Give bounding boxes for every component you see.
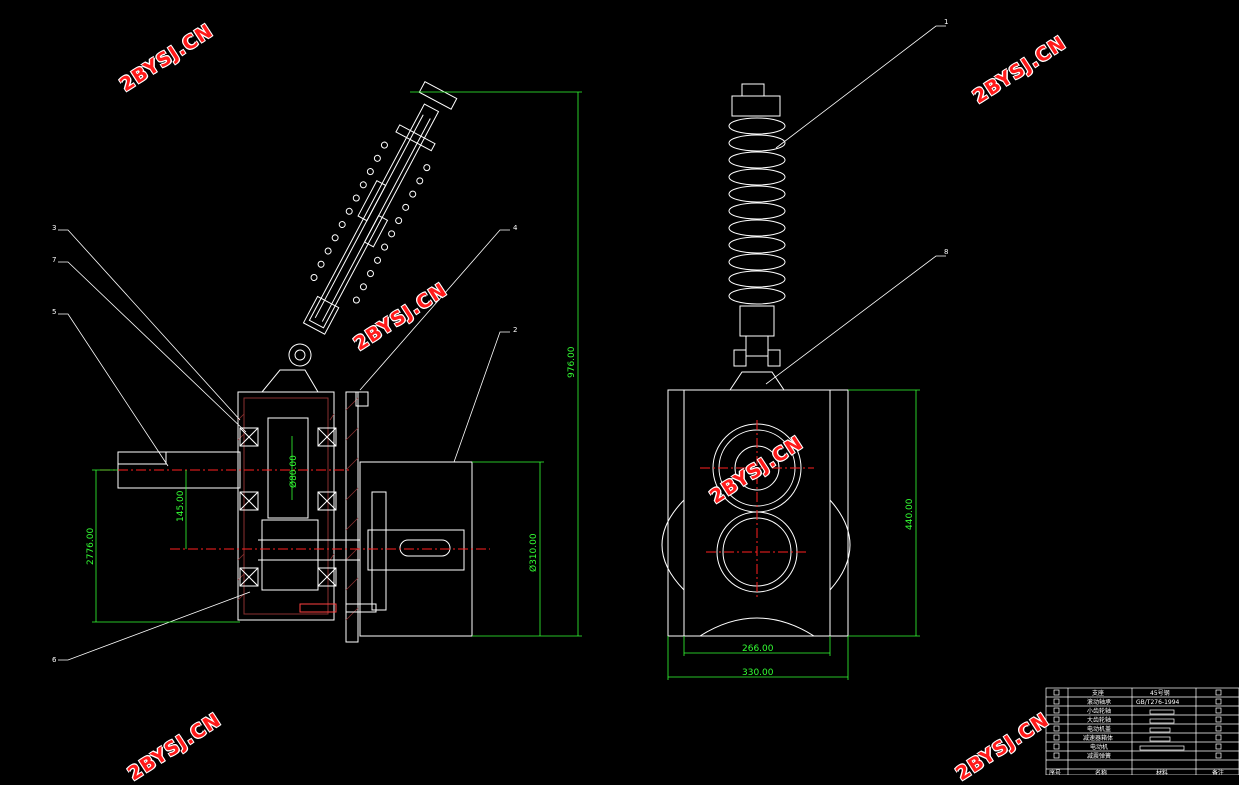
tb-row-2-name: 滚动轴承	[1087, 698, 1111, 706]
tb-row-3-name: 小齿轮轴	[1087, 707, 1111, 715]
dim-440: 440.00	[905, 498, 915, 530]
damping-spring	[728, 117, 786, 305]
dim-2776: 2776.00	[86, 528, 96, 565]
left-view	[117, 80, 473, 643]
bearings	[239, 427, 337, 587]
callout-4: 4	[513, 224, 518, 232]
callout-1: 1	[944, 18, 948, 26]
reducer-housing	[667, 389, 849, 637]
dim-330: 330.00	[742, 668, 774, 678]
dim-80: Ø80.00	[288, 455, 299, 488]
spring-coils-right	[352, 164, 431, 304]
right-leaders	[765, 25, 946, 385]
tb-row-1-name: 支座	[1092, 689, 1104, 697]
gearbox-housing	[237, 391, 335, 621]
tb-header-name: 名称	[1095, 769, 1107, 775]
spring-coils-left	[310, 141, 388, 282]
tb-row-2-material: GB/T276-1994	[1136, 699, 1180, 706]
dim-145: 145.00	[176, 490, 186, 522]
left-callout-labels: 3 7 5 4 2 6	[52, 224, 518, 664]
callout-6: 6	[52, 656, 57, 664]
tb-row-6-name: 减速器箱体	[1083, 734, 1113, 742]
flange-plate	[345, 391, 359, 643]
tb-header-seq: 序号	[1049, 769, 1061, 775]
callout-8: 8	[944, 248, 948, 256]
tb-row-8-name: 减震弹簧	[1087, 752, 1111, 760]
large-gear	[261, 519, 319, 591]
tb-header-material: 材料	[1156, 769, 1168, 775]
left-dimensions	[92, 91, 582, 637]
title-block-text: 支座 45号钢 滚动轴承 GB/T276-1994 小齿轮轴 大齿轮轴 电动机盖…	[1049, 689, 1224, 775]
right-view	[661, 83, 851, 637]
callout-7: 7	[52, 256, 56, 264]
callout-5: 5	[52, 308, 56, 316]
title-block	[1045, 687, 1239, 775]
seq-boxes	[1053, 689, 1222, 759]
dim-266: 266.00	[742, 644, 774, 654]
spring-arm	[288, 80, 458, 367]
left-centerlines	[100, 469, 490, 550]
right-dimensions	[667, 389, 920, 680]
tb-header-note: 备注	[1212, 769, 1224, 775]
tb-row-7-name: 电动机	[1090, 743, 1108, 751]
callout-2: 2	[513, 326, 517, 334]
tb-row-5-name: 电动机盖	[1087, 725, 1111, 733]
tb-row-1-material: 45号钢	[1150, 689, 1170, 697]
housing-hatch	[237, 413, 335, 601]
right-centerlines	[700, 420, 814, 600]
callout-3: 3	[52, 224, 56, 232]
small-gear	[267, 417, 309, 519]
dim-976: 976.00	[567, 346, 577, 378]
tb-row-4-name: 大齿轮轴	[1087, 716, 1111, 724]
dim-310: Ø310.00	[528, 533, 539, 572]
left-leaders	[58, 229, 510, 661]
